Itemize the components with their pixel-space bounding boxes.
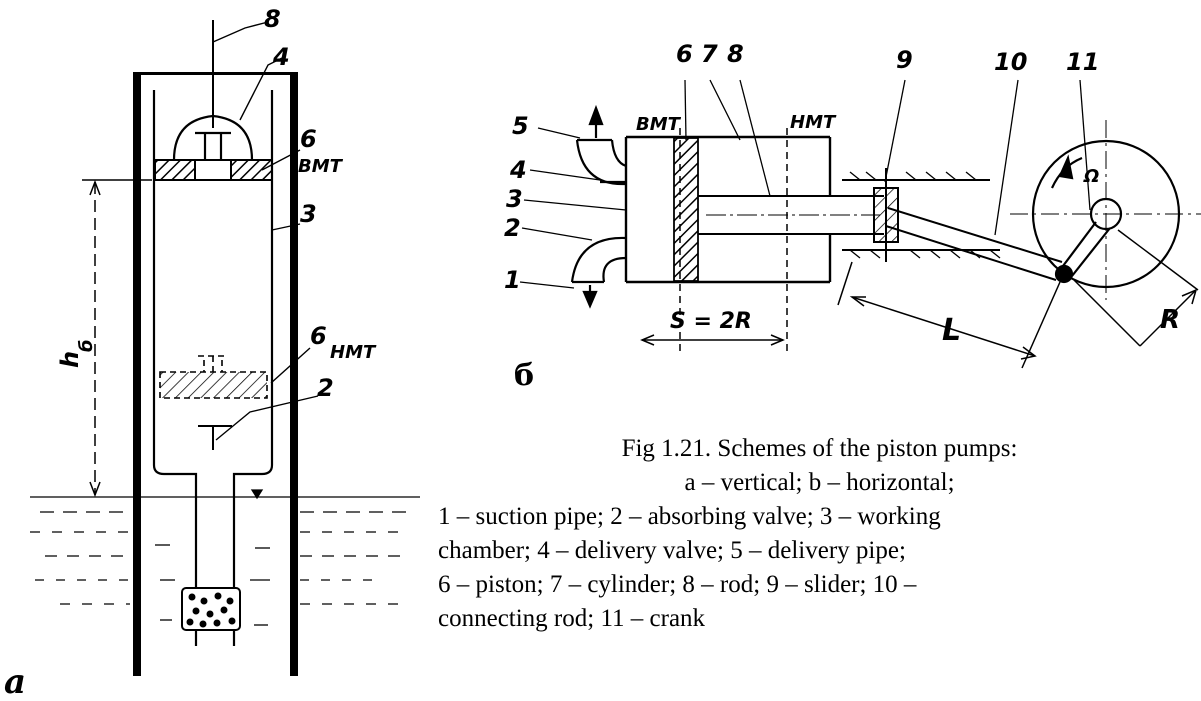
callout-b-6: 6 [676, 40, 693, 68]
piston-upper [154, 159, 273, 181]
stroke-dimension [640, 334, 785, 346]
piston-rod-horizontal [698, 195, 884, 235]
callout-a-3: 3 [300, 200, 317, 228]
callout-b-9: 9 [896, 46, 913, 74]
callout-b-bmt: ВМТ [636, 114, 682, 135]
panel-a-letter: а [4, 662, 26, 701]
callout-b-7: 7 [701, 40, 718, 68]
panel-b-leaders [519, 79, 1091, 289]
caption-line-3: 1 – suction pipe; 2 – absorbing valve; 3… [438, 503, 941, 530]
slider [842, 168, 1000, 262]
panel-b-letter: б [514, 358, 534, 393]
caption-line-5: 6 – piston; 7 – cylinder; 8 – rod; 9 – s… [438, 571, 917, 598]
caption-line-2: a – vertical; b – horizontal; [684, 469, 955, 496]
callout-b-11: 11 [1066, 48, 1099, 76]
absorbing-valve [198, 425, 232, 450]
connecting-rod [885, 207, 1063, 281]
delivery-pipe [575, 104, 627, 186]
callout-b-nmt: НМТ [790, 112, 837, 133]
callout-b-1: 1 [504, 266, 521, 294]
figure-caption: Fig 1.21. Schemes of the piston pumps: a… [438, 432, 1201, 636]
callout-a-4: 4 [272, 43, 290, 71]
callout-b-5: 5 [512, 112, 529, 140]
delivery-valve [172, 114, 254, 161]
length-dimensions [837, 229, 1199, 369]
slider-guide-ground [849, 171, 1001, 259]
suction-height-dimension [82, 179, 152, 498]
callout-a-bmt: ВМТ [298, 156, 344, 177]
callout-a-h: h [56, 351, 84, 368]
length-label-l: L [942, 313, 961, 348]
caption-title: Fig 1.21. Schemes of the piston pumps: [621, 435, 1018, 462]
suction-pipe [570, 236, 627, 309]
callout-a-nmt: НМТ [330, 342, 377, 363]
caption-line-4: chamber; 4 – delivery valve; 5 – deliver… [438, 537, 906, 564]
vertical-pump-diagram: 8 4 6 ВМТ 3 h б 6 НМТ 2 а [4, 5, 420, 701]
callout-b-10: 10 [994, 48, 1027, 76]
omega-label: Ω [1083, 166, 1099, 187]
callout-b-3: 3 [506, 185, 523, 213]
dead-point-lines [679, 128, 788, 355]
callout-b-8: 8 [727, 40, 744, 68]
horizontal-pump-diagram: 6 7 8 9 10 11 5 4 3 2 1 ВМТ НМТ S = 2R L… [504, 40, 1201, 393]
callout-a-b-sub: б [76, 339, 97, 352]
cylinder-body [624, 135, 832, 284]
piston [673, 137, 699, 282]
panel-a-leaders [212, 21, 319, 441]
callout-a-8: 8 [264, 5, 281, 33]
callout-a-6: 6 [300, 125, 317, 153]
piston-lower [159, 355, 268, 399]
suction-filter [181, 587, 241, 631]
callout-b-2: 2 [504, 214, 521, 242]
caption-line-6: connecting rod; 11 – crank [438, 605, 706, 632]
callout-b-4: 4 [509, 156, 527, 184]
water-surface [30, 489, 420, 626]
working-cylinder [152, 90, 274, 646]
length-label-r: R [1160, 305, 1180, 335]
crank-wheel [1010, 120, 1201, 300]
outer-tube [133, 72, 298, 676]
stroke-label: S = 2R [670, 309, 752, 334]
callout-a-2: 2 [317, 374, 334, 402]
callout-a-6-lower: 6 [310, 322, 327, 350]
